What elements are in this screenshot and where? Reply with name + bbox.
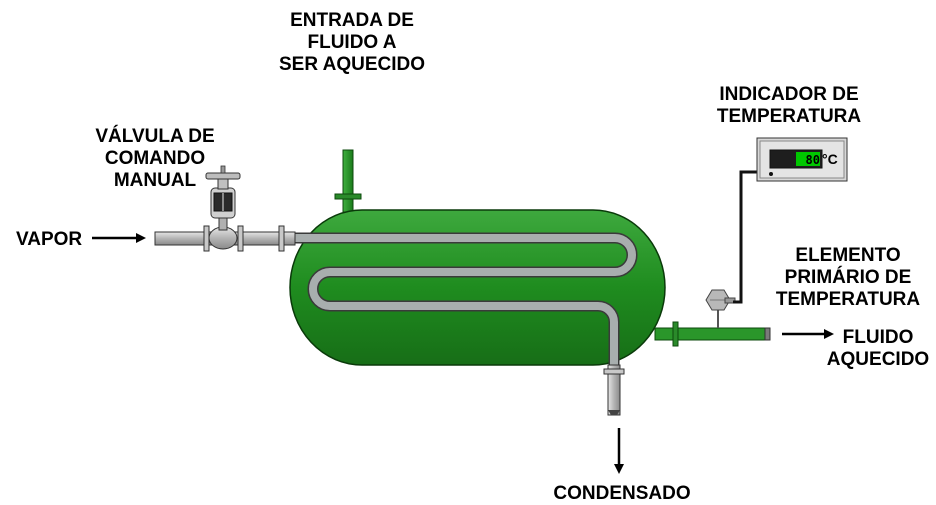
label-line: COMANDO	[104, 148, 206, 169]
label-line: FLUIDO A	[307, 32, 397, 53]
label-heated-fluid: FLUIDO AQUECIDO	[822, 327, 934, 371]
label-line: MANUAL	[113, 170, 197, 191]
label-line: FLUIDO	[842, 327, 914, 348]
signal-wire	[733, 170, 760, 304]
steam-coil	[286, 232, 638, 368]
label-manual-valve: VÁLVULA DE COMANDO MANUAL	[70, 126, 240, 192]
vapor-arrow	[92, 233, 146, 243]
temperature-unit: °C	[822, 151, 838, 167]
label-line: SER AQUECIDO	[278, 54, 426, 75]
fluido-arrow	[782, 329, 834, 339]
label-fluid-inlet: ENTRADA DE FLUIDO A SER AQUECIDO	[262, 10, 442, 76]
label-line: PRIMÁRIO DE	[784, 267, 912, 288]
label-line: TEMPERATURA	[716, 106, 862, 127]
temperature-element	[705, 289, 736, 328]
label-line: VÁLVULA DE	[95, 126, 215, 147]
label-line: TEMPERATURA	[775, 289, 921, 310]
label-primary-element: ELEMENTO PRIMÁRIO DE TEMPERATURA	[768, 245, 928, 311]
temperature-indicator	[756, 137, 848, 182]
label-line: AQUECIDO	[826, 349, 930, 370]
temperature-value: 80	[805, 153, 820, 167]
label-temperature-indicator: INDICADOR DE TEMPERATURA	[698, 84, 880, 128]
label-line: ELEMENTO	[795, 245, 901, 266]
condensado-arrow	[614, 428, 624, 474]
manual-valve	[205, 165, 241, 250]
label-line: ENTRADA DE	[290, 10, 414, 31]
label-line: INDICADOR DE	[719, 84, 859, 105]
label-condensate: CONDENSADO	[553, 483, 691, 504]
inlet-pipe	[334, 149, 362, 213]
outlet-pipe	[654, 321, 771, 347]
temperature-display	[796, 152, 820, 166]
label-vapor: VAPOR	[16, 229, 83, 250]
tank-vessel	[289, 209, 666, 366]
condensate-pipe	[603, 364, 625, 416]
